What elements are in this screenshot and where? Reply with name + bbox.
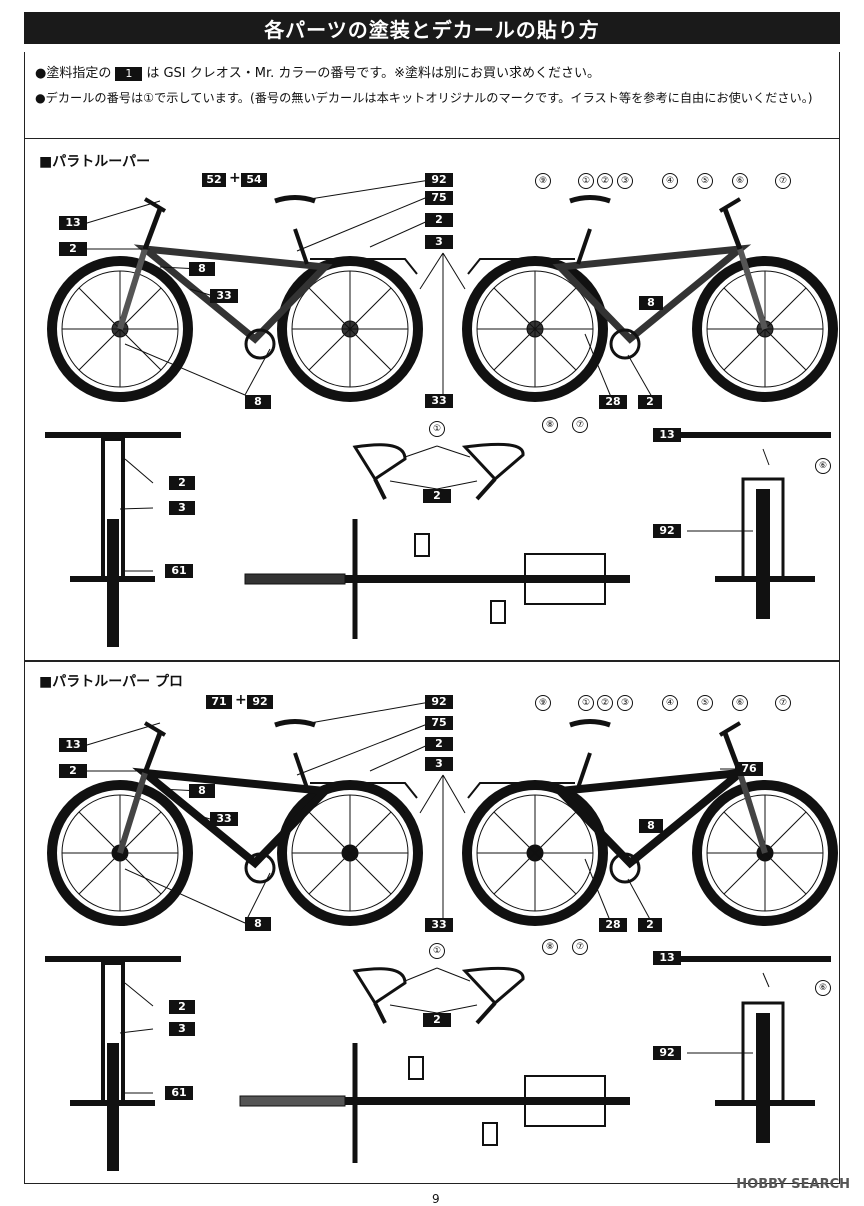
decal-label: 61 xyxy=(165,564,193,578)
decal-label: 52 xyxy=(202,173,226,187)
decal-label: 33 xyxy=(425,918,453,932)
page-title: 各パーツの塗装とデカールの貼り方 xyxy=(24,12,840,44)
section-title: ■パラトルーパー xyxy=(39,154,151,170)
decal-label: 71 xyxy=(206,695,232,709)
decal-label: 92 xyxy=(425,695,453,709)
decal-label: 75 xyxy=(425,191,453,205)
plus-sign: + xyxy=(235,692,247,708)
section-title: ■パラトルーパー プロ xyxy=(39,674,183,690)
decal-circle-label: ⑦ xyxy=(775,173,791,189)
decal-label: 13 xyxy=(59,216,87,230)
decal-circle-label: ⑨ xyxy=(535,695,551,711)
decal-label: 2 xyxy=(59,764,87,778)
bike-illustrations xyxy=(45,179,838,647)
note-paint-post: は GSI クレオス・Mr. カラーの番号です。※塗料は別にお買い求めください。 xyxy=(146,66,600,81)
decal-label: 2 xyxy=(638,918,662,932)
decal-label: 13 xyxy=(653,951,681,965)
decal-label: 33 xyxy=(210,289,238,303)
section-paratrooper-pro: ■パラトルーパー プロ xyxy=(24,660,840,1184)
page-number: 9 xyxy=(432,1192,440,1206)
section-paratrooper: ■パラトルーパー xyxy=(24,138,840,662)
decal-circle-label: ⑤ xyxy=(697,173,713,189)
decal-label: 2 xyxy=(59,242,87,256)
decal-label: 75 xyxy=(425,716,453,730)
decal-circle-label: ① xyxy=(429,943,445,959)
decal-label: 13 xyxy=(59,738,87,752)
note-decal: ●デカールの番号は①で示しています。(番号の無いデカールは本キットオリジナルのマ… xyxy=(35,91,813,105)
decal-circle-label: ⑥ xyxy=(732,695,748,711)
decal-circle-label: ① xyxy=(578,173,594,189)
decal-label: 13 xyxy=(653,428,681,442)
decal-label: 33 xyxy=(425,394,453,408)
decal-circle-label: ② xyxy=(597,695,613,711)
decal-label: 3 xyxy=(169,501,195,515)
bike-illustrations xyxy=(45,701,838,1171)
decal-circle-label: ④ xyxy=(662,173,678,189)
decal-circle-label: ② xyxy=(597,173,613,189)
decal-label: 8 xyxy=(639,819,663,833)
decal-label: 92 xyxy=(653,524,681,538)
decal-circle-label: ③ xyxy=(617,173,633,189)
bike-front-view xyxy=(45,956,181,1171)
watermark: HOBBY SEARCH xyxy=(736,1177,850,1192)
bike-top-view xyxy=(244,519,630,639)
paint-chip: 1 xyxy=(115,67,143,81)
leader-lines xyxy=(86,179,770,572)
decal-label: 8 xyxy=(639,296,663,310)
decal-label: 2 xyxy=(638,395,662,409)
decal-circle-label: ⑦ xyxy=(572,939,588,955)
decal-label: 2 xyxy=(423,1013,451,1027)
decal-label: 2 xyxy=(169,476,195,490)
decal-circle-label: ⑥ xyxy=(815,980,831,996)
decal-label: 61 xyxy=(165,1086,193,1100)
decal-circle-label: ⑥ xyxy=(732,173,748,189)
decal-label: 8 xyxy=(189,784,215,798)
decal-circle-label: ⑨ xyxy=(535,173,551,189)
bike-front-view xyxy=(45,432,181,647)
bike-rear-view xyxy=(675,956,831,1143)
leader-lines xyxy=(86,701,770,1094)
decal-label: 3 xyxy=(425,235,453,249)
bike-top-view xyxy=(239,1043,630,1163)
decal-label: 28 xyxy=(599,918,627,932)
decal-circle-label: ③ xyxy=(617,695,633,711)
decal-label: 28 xyxy=(599,395,627,409)
decal-label: 3 xyxy=(169,1022,195,1036)
decal-label: 8 xyxy=(189,262,215,276)
decal-label: 54 xyxy=(241,173,267,187)
decal-label: 33 xyxy=(210,812,238,826)
decal-circle-label: ⑦ xyxy=(775,695,791,711)
decal-label: 8 xyxy=(245,917,271,931)
decal-circle-label: ⑥ xyxy=(815,458,831,474)
decal-label: 76 xyxy=(735,762,763,776)
bike-side-left xyxy=(47,719,423,926)
decal-label: 92 xyxy=(425,173,453,187)
bike-side-right xyxy=(462,195,838,402)
decal-circle-label: ⑧ xyxy=(542,417,558,433)
bike-rear-view xyxy=(675,432,831,619)
seat-top-view xyxy=(352,966,525,1025)
plus-sign: + xyxy=(229,170,241,186)
decal-label: 2 xyxy=(425,213,453,227)
decal-circle-label: ⑧ xyxy=(542,939,558,955)
bike-side-right xyxy=(462,719,838,926)
decal-circle-label: ① xyxy=(429,421,445,437)
decal-label: 2 xyxy=(425,737,453,751)
decal-label: 92 xyxy=(653,1046,681,1060)
decal-circle-label: ① xyxy=(578,695,594,711)
decal-circle-label: ⑤ xyxy=(697,695,713,711)
decal-label: 2 xyxy=(423,489,451,503)
decal-label: 92 xyxy=(247,695,273,709)
decal-label: 2 xyxy=(169,1000,195,1014)
decal-label: 8 xyxy=(245,395,271,409)
bike-side-left xyxy=(47,195,423,402)
decal-label: 3 xyxy=(425,757,453,771)
decal-circle-label: ⑦ xyxy=(572,417,588,433)
note-paint-pre: ●塗料指定の xyxy=(35,66,112,81)
decal-circle-label: ④ xyxy=(662,695,678,711)
seat-top-view xyxy=(352,442,525,501)
